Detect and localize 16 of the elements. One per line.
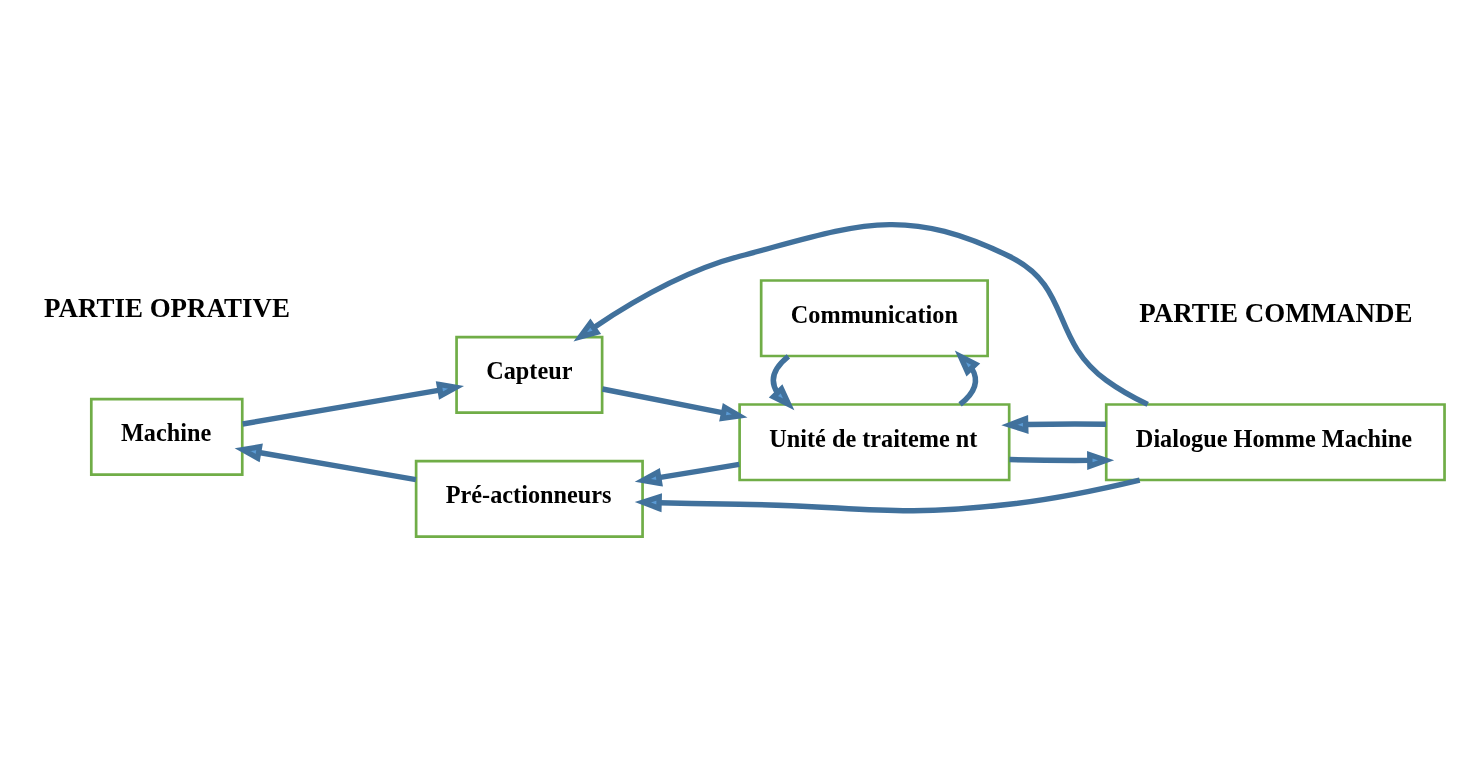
node-box: Unité de traiteme nt <box>738 402 1011 481</box>
node-box: Communication <box>759 278 989 357</box>
arrow <box>634 476 1141 513</box>
arrow <box>1009 450 1115 470</box>
arrow <box>234 443 417 482</box>
label: PARTIE OPRATIVE <box>44 292 290 323</box>
node-box: Capteur <box>455 335 604 414</box>
arrow <box>242 380 464 427</box>
node-box: Dialogue Homme Machine <box>1104 402 1446 481</box>
label: PARTIE COMMANDE <box>1139 297 1413 328</box>
arrow <box>573 221 1149 407</box>
node-box: Pré-actionneurs <box>414 459 644 538</box>
node-box: Machine <box>89 397 244 476</box>
arrow <box>634 461 740 487</box>
arrow <box>601 385 748 422</box>
arrow <box>1001 414 1107 434</box>
